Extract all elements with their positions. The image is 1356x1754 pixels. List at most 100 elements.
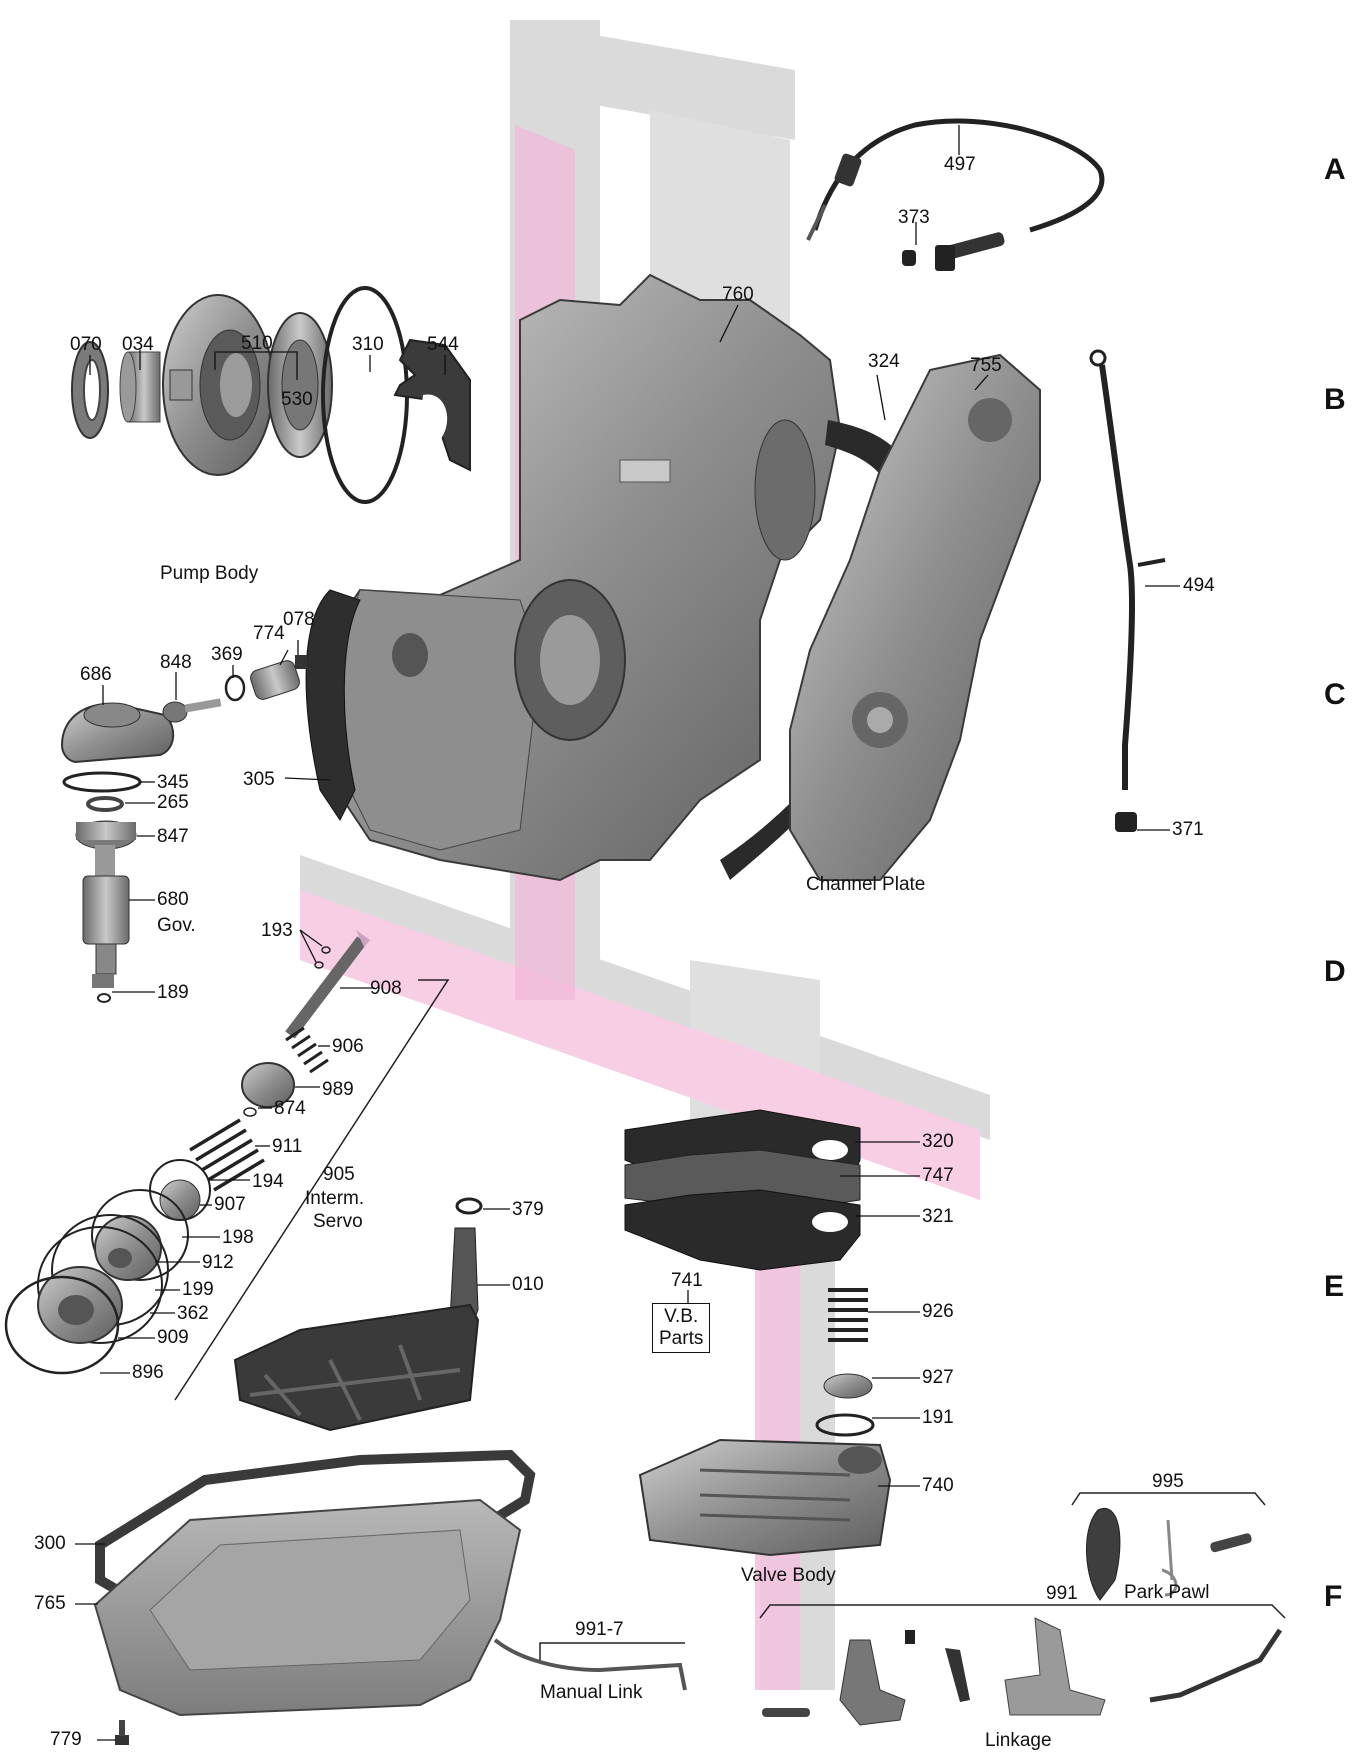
part-label-371: 371: [1172, 820, 1204, 840]
caption-linkage: Linkage: [985, 1730, 1052, 1752]
part-label-906: 906: [332, 1037, 364, 1057]
kickdown-cable-497: [808, 121, 1102, 271]
row-label-f: F: [1324, 1580, 1342, 1614]
caption-vb-parts-line1: V.B.: [659, 1306, 703, 1328]
part-label-760: 760: [722, 285, 754, 305]
part-label-324: 324: [868, 352, 900, 372]
o-ring-345: [64, 773, 140, 791]
part-label-345: 345: [157, 773, 189, 793]
gasket-321: [625, 1190, 860, 1270]
part-label-905: 905: [323, 1165, 355, 1185]
o-ring-379: [457, 1199, 481, 1213]
part-label-193: 193: [261, 921, 293, 941]
pump-body-510: [163, 295, 273, 475]
part-label-755: 755: [970, 356, 1002, 376]
bracket-995: [1072, 1493, 1265, 1505]
caption-manual-link: Manual Link: [540, 1682, 642, 1704]
part-label-362: 362: [177, 1304, 209, 1324]
caption-park-pawl: Park Pawl: [1124, 1582, 1210, 1604]
part-label-991-7: 991-7: [575, 1620, 624, 1640]
part-label-927: 927: [922, 1368, 954, 1388]
part-label-510: 510: [241, 334, 273, 354]
part-label-310: 310: [352, 335, 384, 355]
part-label-320: 320: [922, 1132, 954, 1152]
part-label-265: 265: [157, 793, 189, 813]
part-label-907: 907: [214, 1195, 246, 1215]
caption-interm: Interm.: [305, 1188, 364, 1210]
part-label-305: 305: [243, 770, 275, 790]
bracket-991: [760, 1605, 1285, 1618]
row-label-d: D: [1324, 955, 1346, 989]
vb-parts-box: V.B. Parts: [652, 1303, 710, 1353]
bolt-779: [115, 1720, 129, 1745]
clip-874: [244, 1108, 256, 1116]
part-label-765: 765: [34, 1594, 66, 1614]
row-label-a: A: [1324, 153, 1346, 187]
part-label-740: 740: [922, 1476, 954, 1496]
sleeve-774: [248, 659, 301, 702]
o-ring-369: [226, 676, 244, 700]
speed-sensor-848: [163, 698, 221, 722]
part-label-379: 379: [512, 1200, 544, 1220]
part-label-741: 741: [671, 1271, 703, 1291]
part-label-896: 896: [132, 1363, 164, 1383]
part-label-530: 530: [281, 390, 313, 410]
caption-pump-body: Pump Body: [160, 563, 258, 585]
filter-010: [235, 1228, 478, 1430]
part-label-078: 078: [283, 610, 315, 630]
part-label-680: 680: [157, 890, 189, 910]
part-label-991: 991: [1046, 1584, 1078, 1604]
governor-680: [83, 845, 129, 988]
caption-vb-parts-line2: Parts: [659, 1328, 703, 1350]
part-label-300: 300: [34, 1534, 66, 1554]
row-label-e: E: [1324, 1270, 1344, 1304]
part-label-199: 199: [182, 1280, 214, 1300]
part-label-747: 747: [922, 1166, 954, 1186]
part-label-194: 194: [252, 1172, 284, 1192]
part-label-189: 189: [157, 983, 189, 1003]
part-label-909: 909: [157, 1328, 189, 1348]
accumulator-piston-927: [824, 1374, 872, 1398]
part-label-779: 779: [50, 1730, 82, 1750]
part-label-494: 494: [1183, 576, 1215, 596]
part-label-847: 847: [157, 827, 189, 847]
part-label-321: 321: [922, 1207, 954, 1227]
dipstick-tube-494: [1091, 351, 1165, 790]
part-label-908: 908: [370, 979, 402, 999]
part-label-198: 198: [222, 1228, 254, 1248]
part-label-369: 369: [211, 645, 243, 665]
caption-valve-body: Valve Body: [741, 1565, 836, 1587]
row-label-c: C: [1324, 678, 1346, 712]
part-label-848: 848: [160, 653, 192, 673]
part-label-995: 995: [1152, 1472, 1184, 1492]
plug-078: [295, 655, 307, 669]
clip-189: [98, 994, 110, 1002]
gear-847: [76, 821, 136, 849]
part-label-544: 544: [427, 335, 459, 355]
part-label-911: 911: [272, 1137, 302, 1157]
plug-373: [902, 250, 916, 266]
part-label-926: 926: [922, 1302, 954, 1322]
linkage-991: [762, 1618, 1280, 1725]
governor-cover-686: [62, 703, 173, 762]
piston-912: [95, 1216, 161, 1280]
part-label-034: 034: [122, 335, 154, 355]
cup-907: [160, 1180, 200, 1220]
part-label-191: 191: [922, 1408, 954, 1428]
part-label-010: 010: [512, 1275, 544, 1295]
caption-servo: Servo: [313, 1211, 363, 1233]
washer-265: [88, 798, 122, 810]
oil-pan-765: [95, 1500, 520, 1715]
part-label-686: 686: [80, 665, 112, 685]
row-label-b: B: [1324, 383, 1346, 417]
part-label-497: 497: [944, 155, 976, 175]
part-label-373: 373: [898, 208, 930, 228]
part-label-774: 774: [253, 624, 285, 644]
seal-371: [1115, 812, 1137, 832]
caption-gov: Gov.: [157, 915, 196, 937]
part-label-912: 912: [202, 1253, 234, 1273]
part-label-070: 070: [70, 335, 102, 355]
spring-906: [286, 1028, 328, 1072]
part-label-989: 989: [322, 1080, 354, 1100]
part-label-874: 874: [274, 1099, 306, 1119]
